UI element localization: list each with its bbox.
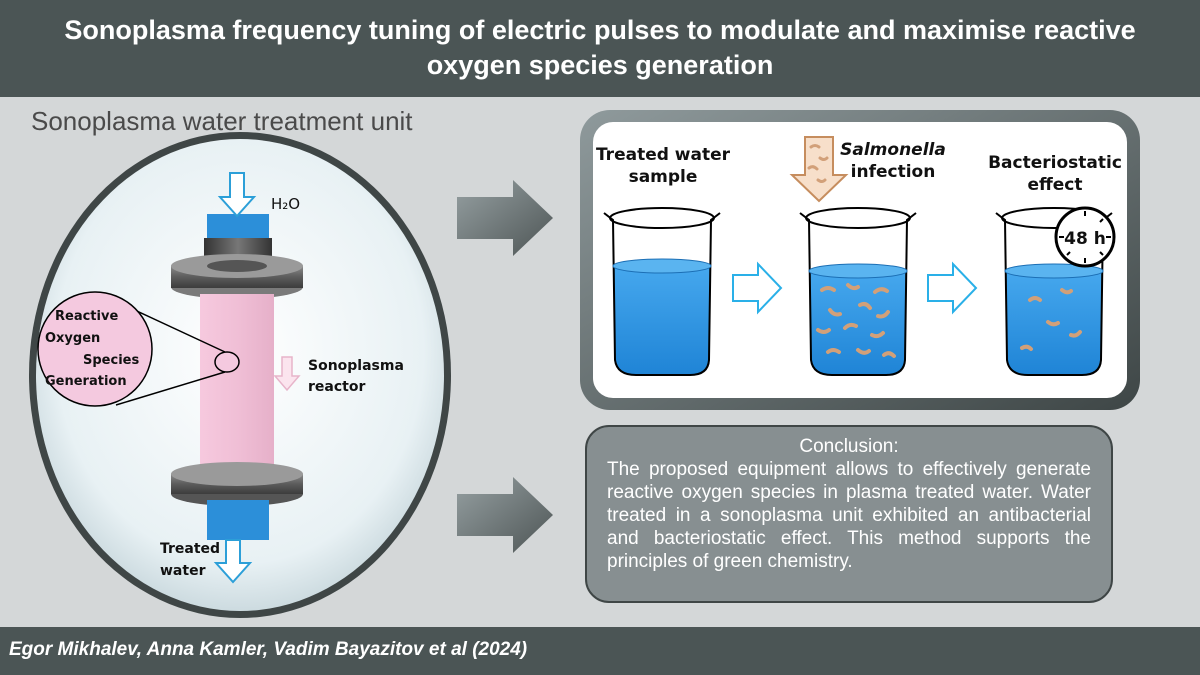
step-3-label-line1: Bacteriostatic xyxy=(988,153,1122,173)
timer-label: 48 h xyxy=(1064,229,1106,249)
ros-label-line2: Oxygen xyxy=(45,331,100,346)
reactor-label-line1: Sonoplasma xyxy=(308,358,404,374)
flow-arrow-lower-icon xyxy=(457,477,553,553)
step-2-label-line2: infection xyxy=(851,162,936,182)
ros-label-line1: Reactive xyxy=(55,309,118,324)
conclusion-box: Conclusion: The proposed equipment allow… xyxy=(585,425,1113,603)
ros-label-line4: Generation xyxy=(45,374,127,389)
ros-label-line3: Species xyxy=(83,353,139,368)
beaker-bacteriostatic-effect xyxy=(995,207,1113,376)
step-arrow-1-icon xyxy=(732,261,783,315)
reactor-label-line2: reactor xyxy=(308,379,365,395)
step-1-label-line1: Treated water xyxy=(596,145,731,165)
outlet-arrow-icon xyxy=(213,539,253,584)
inlet-label: H₂O xyxy=(271,195,300,213)
ros-magnifier xyxy=(37,291,240,407)
conclusion-body: The proposed equipment allows to effecti… xyxy=(607,459,1091,572)
outlet-label-line1: Treated xyxy=(160,541,220,557)
footer-bar: Egor Mikhalev, Anna Kamler, Vadim Bayazi… xyxy=(0,627,1200,675)
inlet-arrow-icon xyxy=(217,172,257,218)
outlet-label-line2: water xyxy=(160,563,206,579)
process-panel xyxy=(580,110,1140,410)
infection-arrow-icon xyxy=(789,136,849,203)
step-arrow-2-icon xyxy=(927,261,978,315)
header-bar: Sonoplasma frequency tuning of electric … xyxy=(0,0,1200,97)
page-title: Sonoplasma frequency tuning of electric … xyxy=(64,15,1136,80)
beaker-treated-water xyxy=(603,207,721,376)
step-1-label-line2: sample xyxy=(629,167,698,187)
step-2-label-line1: Salmonella xyxy=(840,140,946,160)
flow-arrow-upper-icon xyxy=(457,180,553,256)
timer-icon xyxy=(1054,206,1116,268)
beaker-salmonella-infection xyxy=(799,207,917,376)
step-3-label-line2: effect xyxy=(1027,175,1082,195)
reactor-flow-arrow-icon xyxy=(273,356,301,392)
conclusion-title: Conclusion: xyxy=(799,436,899,457)
sonoplasma-reactor xyxy=(171,214,303,540)
unit-title: Sonoplasma water treatment unit xyxy=(31,106,413,136)
footer-authors: Egor Mikhalev, Anna Kamler, Vadim Bayazi… xyxy=(9,639,528,660)
